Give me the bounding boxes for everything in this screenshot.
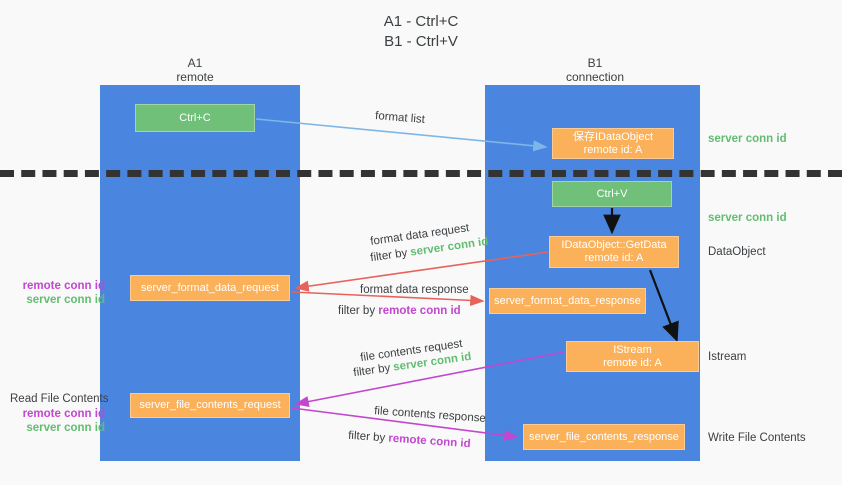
box-save-idataobject[interactable]: 保存IDataObject remote id: A [552,128,674,159]
filter-prefix: filter by [352,361,395,380]
filter-prefix: filter by [338,305,379,317]
label-server-conn-id-1: server conn id [26,294,105,306]
box-server-format-data-response[interactable]: server_format_data_response [489,288,646,314]
label-dataobject: DataObject [708,246,766,258]
label-read-file-contents: Read File Contents [10,393,109,405]
box-server-file-contents-request-label: server_file_contents_request [139,399,281,411]
box-server-file-contents-response[interactable]: server_file_contents_response [523,424,685,450]
box-istream-line1: IStream [613,343,652,356]
label-remote-conn-id-1: remote conn id [22,280,105,292]
box-ctrl-c[interactable]: Ctrl+C [135,104,255,132]
box-server-format-data-request-label: server_format_data_request [140,281,280,294]
label-server-conn-id-top: server conn id [708,133,787,145]
box-server-file-contents-response-label: server_file_contents_response [529,430,679,443]
filter-prefix: filter by [369,246,412,265]
box-server-format-data-response-label: server_format_data_response [494,294,641,307]
box-ctrl-c-label: Ctrl+C [179,111,211,124]
label-conn-ids-file-contents: remote conn id server conn id [10,407,105,435]
page-title: A1 - Ctrl+C B1 - Ctrl+V [383,13,459,50]
label-write-file-contents: Write File Contents [708,432,806,444]
label-server-conn-id-2: server conn id [26,422,105,434]
filter-prefix: filter by [347,429,389,445]
label-conn-ids-format-data: remote conn id server conn id [10,279,105,307]
caption-file-contents-response: file contents response [373,405,487,425]
box-istream-line2: remote id: A [603,356,662,369]
box-save-idataobject-line1: 保存IDataObject [572,130,654,143]
box-istream[interactable]: IStream remote id: A [566,341,699,372]
box-ctrl-v-label: Ctrl+V [596,187,628,200]
box-server-file-contents-request[interactable]: server_file_contents_request [130,393,290,418]
caption-file-contents-response-filter: filter by remote conn id [348,429,471,453]
box-idataobject-getdata-line2: remote id: A [584,252,644,264]
filter-value-remote-conn-id: remote conn id [387,432,472,451]
caption-format-list: format list [374,110,426,126]
column-header-a1: A1 remote [176,56,214,84]
box-save-idataobject-line2: remote id: A [583,143,643,156]
phase-separator-dashed-line [0,170,842,177]
label-remote-conn-id-2: remote conn id [22,408,105,420]
caption-format-data-response: format data response [360,284,469,296]
box-server-format-data-request[interactable]: server_format_data_request [130,275,290,301]
box-ctrl-v[interactable]: Ctrl+V [552,181,672,207]
caption-format-data-response-filter: filter by remote conn id [338,304,461,319]
label-istream: Istream [708,351,747,363]
box-idataobject-getdata-line1: IDataObject::GetData [561,239,667,251]
filter-value-remote-conn-id: remote conn id [378,305,461,317]
label-server-conn-id-mid: server conn id [708,212,787,224]
box-idataobject-getdata[interactable]: IDataObject::GetData remote id: A [549,236,679,268]
column-header-b1: B1 connection [565,56,625,84]
